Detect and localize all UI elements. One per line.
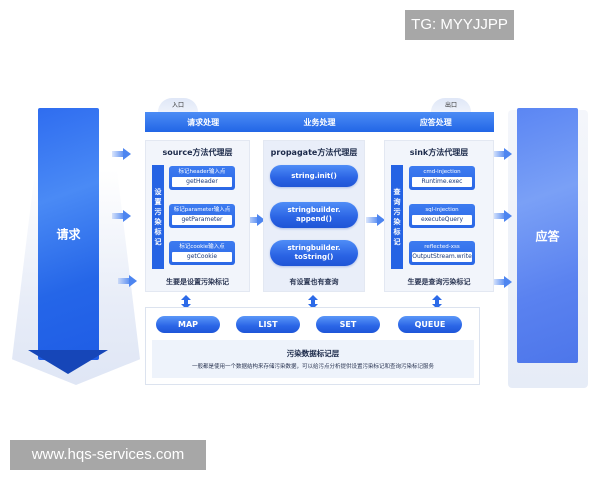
header-request-processing: 请求处理 [187,117,220,127]
structure-queue: QUEUE [398,316,462,333]
source-column: source方法代理层 设 置 污 染 标 记 标记header输入点 getH… [145,140,250,292]
arrow-right-icon [118,275,138,287]
source-card-header: 标记header输入点 getHeader [169,166,235,190]
sink-column: sink方法代理层 查 询 污 染 标 记 cmd-injection Runt… [384,140,494,292]
exit-tab: 出口 [431,98,471,112]
taint-data-layer-info: 污染数据标记层 一般都是使用一个数据结构来存储污染数据，可以给污点分析提供设置污… [152,340,474,378]
response-label: 应答 [535,229,560,243]
response-pillar: 应答 [517,108,578,363]
source-column-title: source方法代理层 [162,148,233,157]
arrow-right-icon [112,148,132,160]
propagate-column: propagate方法代理层 string.init() stringbuild… [263,140,365,292]
arrow-right-icon [493,210,513,222]
watermark-top: TG: MYYJJPP [405,10,514,40]
propagate-pill-append: stringbuilder. append() [270,202,358,228]
structure-map: MAP [156,316,220,333]
arrow-right-icon [246,214,266,226]
arrow-right-icon [493,148,513,160]
query-taint-mark-label: 查 询 污 染 标 记 [391,165,403,269]
sink-card-sql-injection: sql-injection executeQuery [409,204,475,228]
taint-data-layer-description: 一般都是使用一个数据结构来存储污染数据，可以给污点分析提供设置污染标记和查询污染… [191,364,434,370]
entry-tab: 入口 [158,98,198,112]
watermark-bottom: www.hqs-services.com [10,440,206,470]
header-response-processing: 应答处理 [419,117,452,127]
taint-data-layer-title: 污染数据标记层 [286,349,340,358]
arrow-right-icon [112,210,132,222]
source-column-footer: 生要是设置污染标记 [166,278,229,286]
request-label: 请求 [56,227,81,242]
propagate-column-footer: 有设置也有查询 [289,278,339,286]
sink-column-footer: 生要是查询污染标记 [407,278,471,286]
structure-set: SET [316,316,380,333]
arrow-right-icon [493,276,513,288]
propagate-pill-tostring: stringbuilder. toString() [270,240,358,266]
bidirectional-arrow-icon [432,295,442,309]
sink-column-title: sink方法代理层 [409,148,469,157]
sink-card-reflected-xss: reflected-xss OutputStream.write [409,241,475,265]
request-pillar: 请求 [38,108,99,360]
source-card-cookie: 标记cookie输入点 getCookie [169,241,235,265]
header-bar: 请求处理 业务处理 应答处理 [145,112,494,132]
bidirectional-arrow-icon [181,295,191,309]
source-card-parameter: 标记parameter输入点 getParameter [169,204,235,228]
bidirectional-arrow-icon [308,295,318,309]
arrow-right-icon [366,214,386,226]
propagate-column-title: propagate方法代理层 [270,148,358,157]
sink-card-cmd-injection: cmd-injection Runtime.exec [409,166,475,190]
structure-list: LIST [236,316,300,333]
set-taint-mark-label: 设 置 污 染 标 记 [152,165,164,269]
propagate-pill-string-init: string.init() [270,165,358,187]
header-business-processing: 业务处理 [303,117,336,127]
